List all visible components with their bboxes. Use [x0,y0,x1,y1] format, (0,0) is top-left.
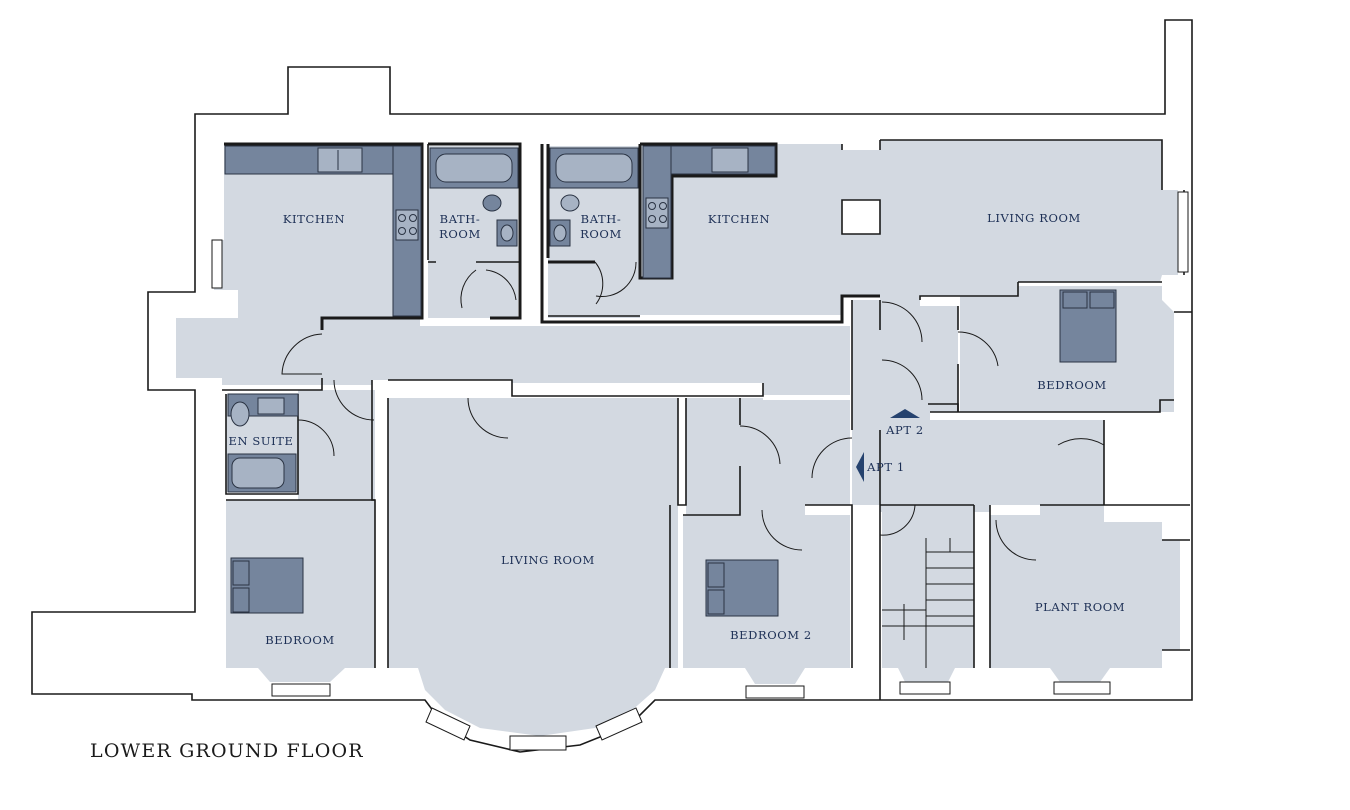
kitchen-right-fixtures [642,145,776,279]
sink-icon [257,397,285,415]
kitchen-left-fixtures [224,145,422,317]
beds [230,289,1117,617]
hob-icon [645,197,669,229]
label-living-room-top: LIVING ROOM [987,211,1081,225]
toilet-icon [230,401,250,427]
room-labels: KITCHEN BATH- ROOM BATH- ROOM KITCHEN LI… [228,211,1125,647]
label-bedroom-left: BEDROOM [265,633,335,647]
label-bedroom-2: BEDROOM 2 [730,628,812,642]
entrance-arrow-icon [856,452,864,482]
bathroom-left-fixtures [429,147,519,247]
kitchen-living-right-area [640,140,1178,315]
en-suite-fixtures [227,393,299,493]
label-plant-room: PLANT ROOM [1035,600,1125,614]
hall-right-area [852,300,1104,512]
toilet-icon [560,194,580,212]
entrance-arrow-icon [890,409,920,418]
label-bath-right-2: ROOM [580,227,622,241]
toilet-icon [482,194,502,212]
kitchen-left-area [176,144,850,395]
floor-title: LOWER GROUND FLOOR [90,740,364,762]
label-bath-right-1: BATH- [581,212,622,226]
bathroom-left-area [428,146,518,318]
label-kitchen-right: KITCHEN [708,212,770,226]
plant-room-area [990,515,1180,682]
stairs-icon [882,538,974,668]
plant-room-neck [1040,505,1104,522]
label-bath-left-1: BATH- [440,212,481,226]
hall-mid-area [686,398,850,515]
sink-icon [317,147,363,173]
windows [211,191,1189,751]
hob-icon [395,209,419,241]
corridor-ensuite-area [298,390,375,500]
label-kitchen-left: KITCHEN [283,212,345,226]
living-room-main-area [388,398,678,736]
bathroom-right-area [548,146,640,318]
label-bath-left-2: ROOM [439,227,481,241]
bathroom-right-fixtures [549,147,639,247]
label-apt-1: APT 1 [866,460,905,474]
label-apt-2: APT 2 [885,423,924,437]
interior-walls [222,139,1192,700]
label-en-suite: EN SUITE [228,434,293,448]
label-bedroom-right: BEDROOM [1037,378,1107,392]
sink-icon [711,147,749,173]
label-living-room-main: LIVING ROOM [501,553,595,567]
door-swings [281,261,1105,561]
stair-area [882,505,974,682]
